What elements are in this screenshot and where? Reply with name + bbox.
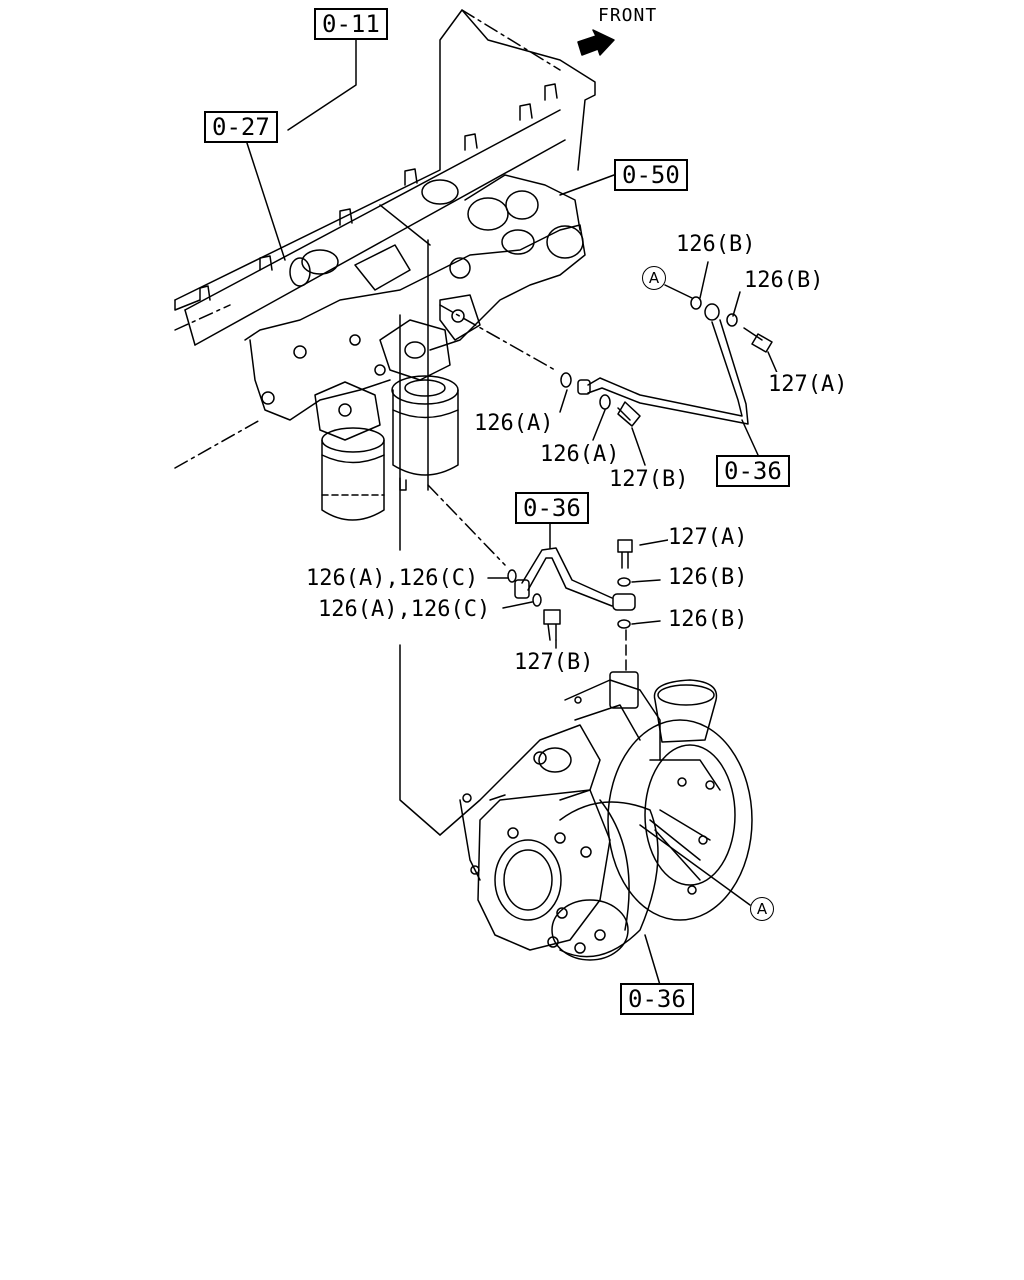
callout-126ac-washer-1[interactable]: 126(A),126(C): [306, 566, 479, 592]
connector-a-lower: A: [750, 897, 774, 921]
callout-126a-washer-left[interactable]: 126(A): [474, 411, 554, 437]
leader-lines: [379, 204, 441, 836]
callout-127b-bolt-upper[interactable]: 127(B): [609, 467, 689, 493]
connector-a-upper: A: [642, 266, 666, 290]
ref-box-turbocharger[interactable]: 0-36: [620, 983, 694, 1015]
ref-box-oil-pipe-lower[interactable]: 0-36: [515, 492, 589, 524]
ref-box-injector-rail[interactable]: 0-27: [204, 111, 278, 143]
callout-127a-bolt-upper[interactable]: 127(A): [768, 372, 848, 398]
callout-126b-washer-lower-2[interactable]: 126(B): [668, 607, 748, 633]
callout-127b-bolt-lower[interactable]: 127(B): [514, 650, 594, 676]
upper-oil-pipe: [439, 296, 773, 427]
callout-127a-bolt-lower[interactable]: 127(A): [668, 525, 748, 551]
ref-box-exhaust-manifold[interactable]: 0-50: [614, 159, 688, 191]
front-arrow-icon: [577, 29, 615, 56]
ref-box-leaders: [245, 36, 759, 549]
front-direction-label: FRONT: [598, 5, 658, 26]
callout-126a-washer-mid[interactable]: 126(A): [540, 442, 620, 468]
ref-box-oil-pipe-upper[interactable]: 0-36: [716, 455, 790, 487]
lower-oil-pipe: [427, 484, 636, 671]
ref-box-cylinder-head[interactable]: 0-11: [314, 8, 388, 40]
engine-block: [174, 9, 596, 521]
callout-126ac-washer-2[interactable]: 126(A),126(C): [318, 597, 491, 623]
callout-126b-washer-upper[interactable]: 126(B): [676, 232, 756, 258]
callout-126b-washer-right[interactable]: 126(B): [744, 268, 824, 294]
callout-126b-washer-lower-1[interactable]: 126(B): [668, 565, 748, 591]
turbocharger: [439, 671, 753, 986]
callout-leaders: [487, 261, 779, 649]
